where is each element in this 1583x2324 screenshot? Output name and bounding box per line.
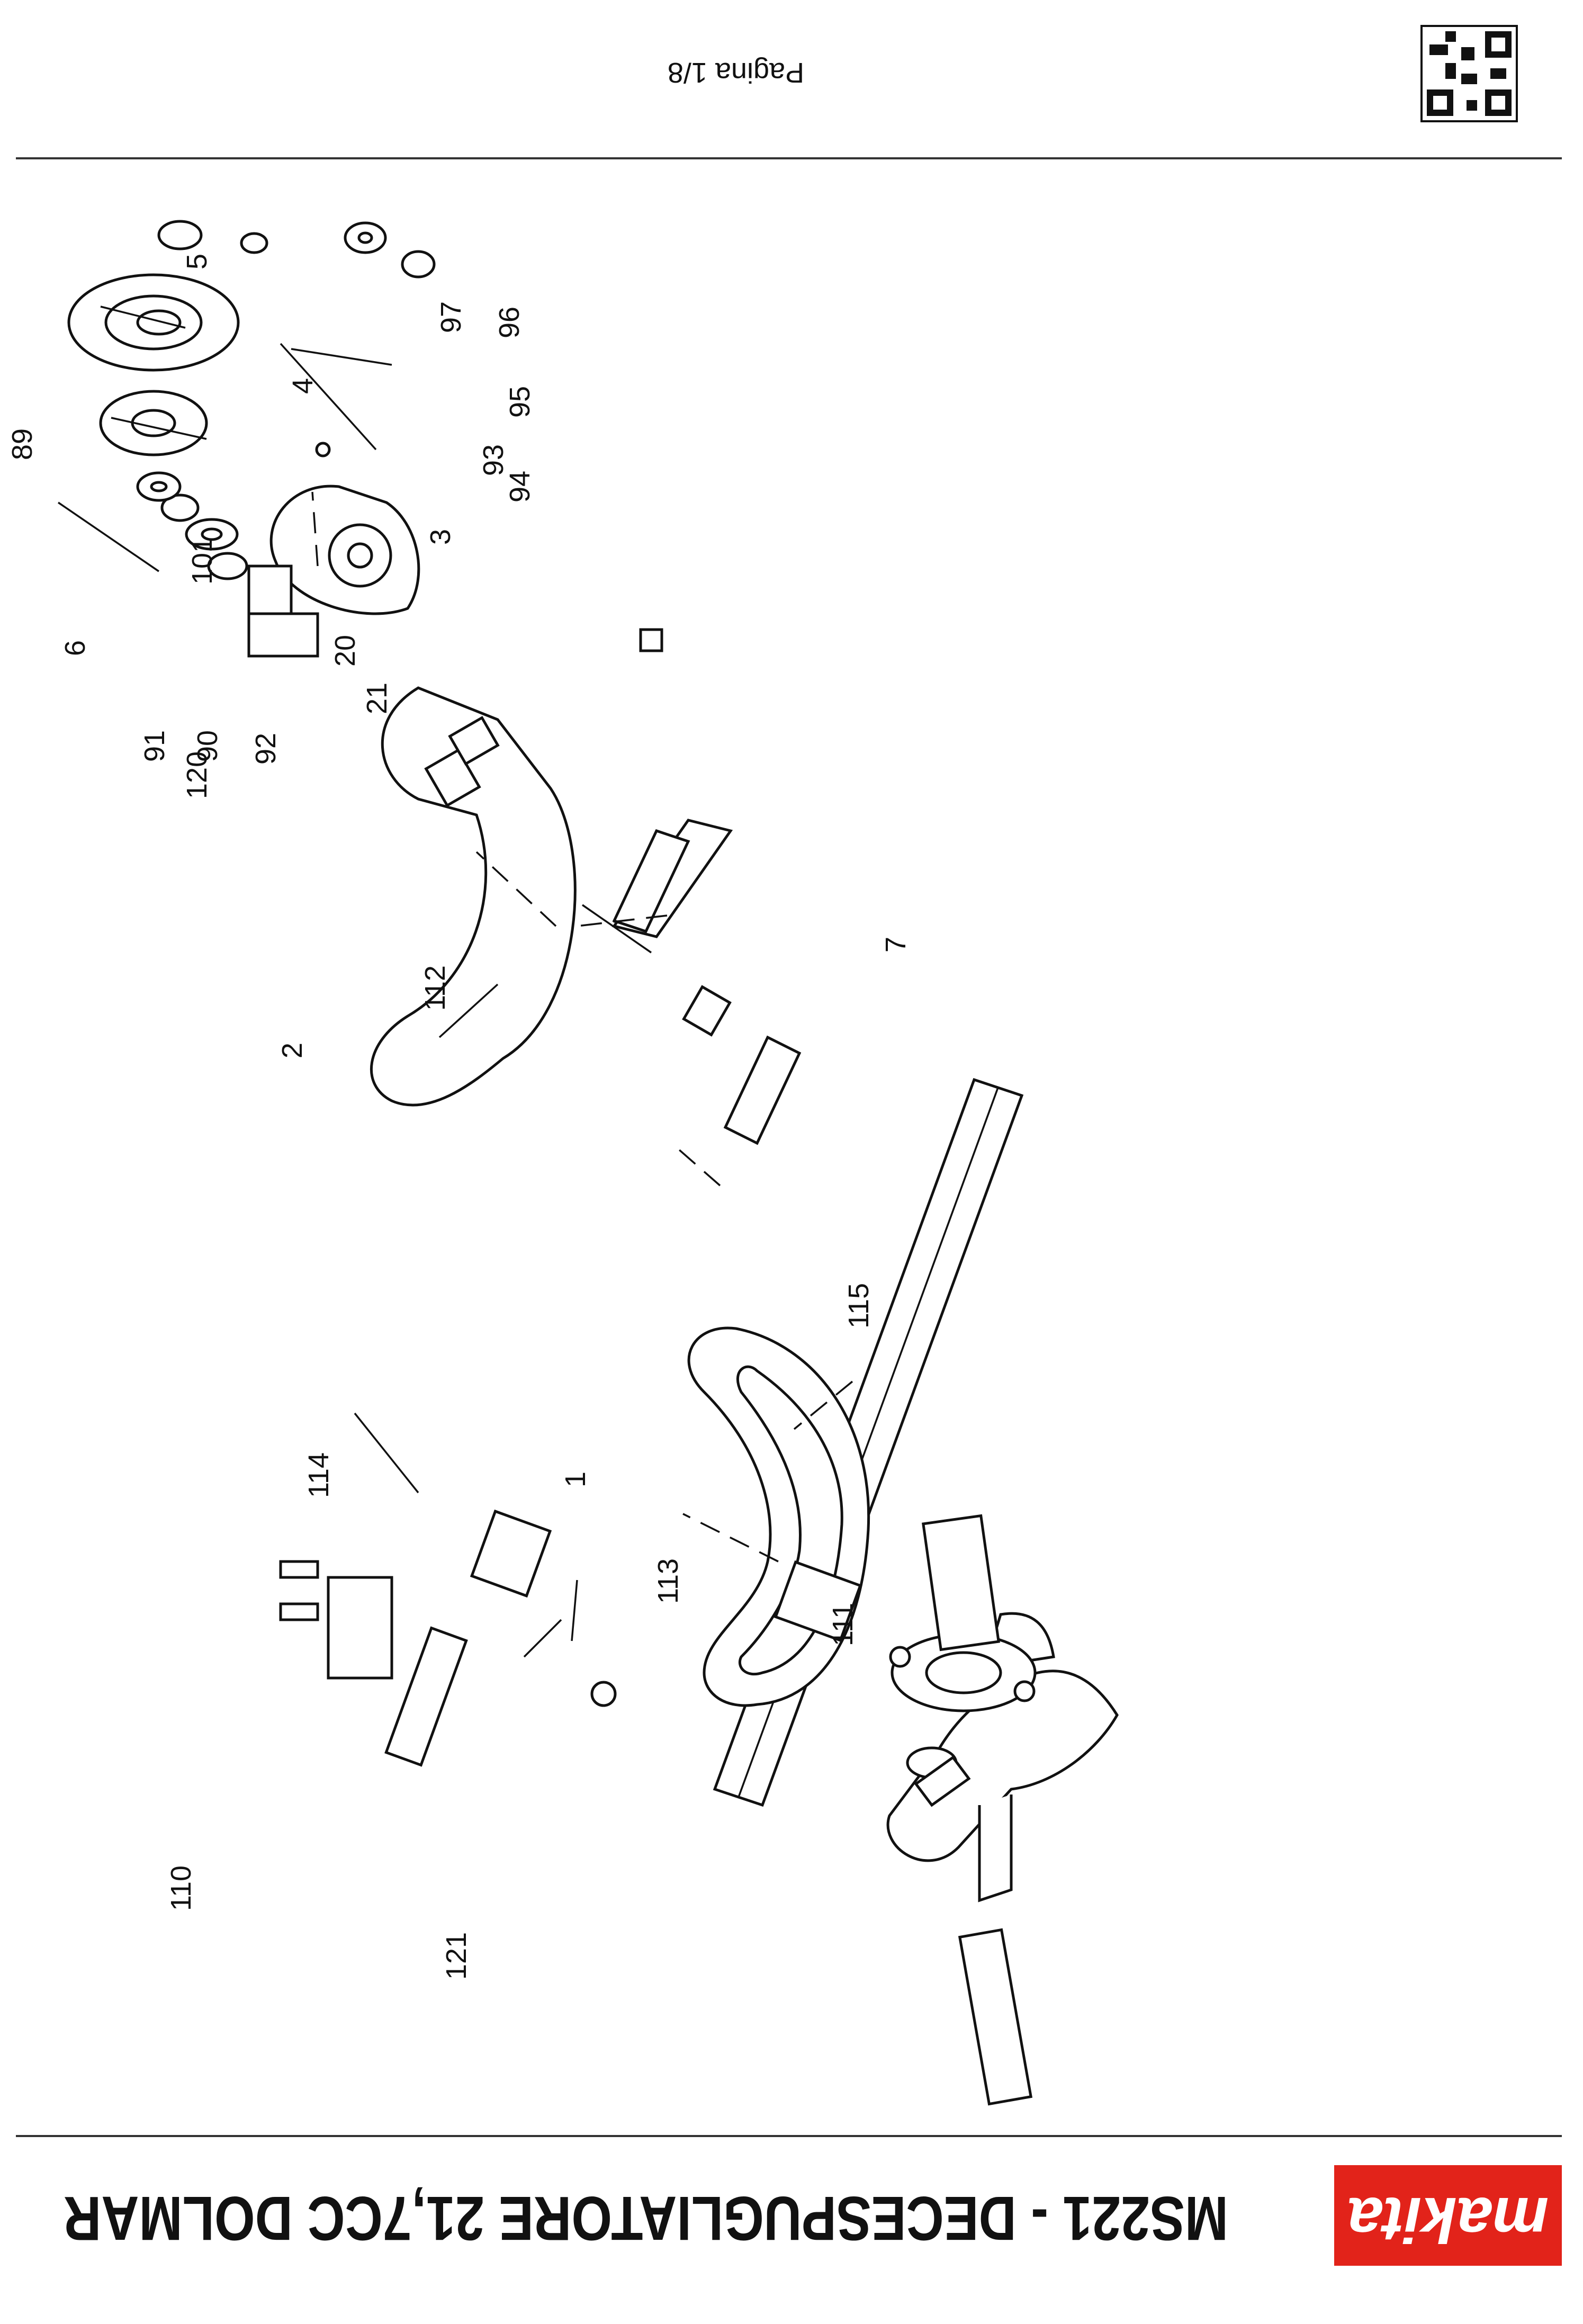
qr-code [1420, 25, 1518, 122]
handle-clamp-flange [889, 1514, 1037, 1712]
callout-89: 89 [6, 428, 38, 460]
cutting-blade-parts [67, 220, 240, 456]
callout-5: 5 [181, 254, 213, 270]
callout-7: 7 [880, 937, 912, 953]
page-number: Pagina 1/8 [668, 57, 804, 88]
callout-90: 90 [192, 730, 223, 762]
callout-113: 113 [652, 1558, 684, 1604]
safety-guard [370, 686, 577, 1107]
callout-112: 112 [419, 965, 451, 1011]
callout-92: 92 [250, 733, 282, 765]
gearbox-assembly [247, 484, 420, 658]
brand-logo-text: makita [1347, 2184, 1549, 2255]
callout-1: 1 [560, 1471, 591, 1487]
callout-115: 115 [843, 1283, 875, 1329]
callout-21: 21 [361, 683, 393, 714]
callout-leaders [58, 306, 652, 1658]
document-title: MS221 - DECESPUGLIATORE 21,7CC DOLMAR [64, 2183, 1228, 2253]
brand-logo [1334, 2165, 1562, 2266]
callout-4: 4 [287, 378, 319, 394]
callout-6: 6 [59, 640, 91, 656]
callout-121: 121 [440, 1932, 472, 1980]
callout-93: 93 [478, 444, 509, 476]
grip-bracket [327, 1509, 552, 1767]
callout-95: 95 [504, 386, 536, 418]
callout-114: 114 [303, 1452, 335, 1498]
tube-sleeve-parts [611, 819, 802, 1145]
callout-120: 120 [181, 751, 213, 799]
callout-94: 94 [504, 471, 536, 503]
washers-and-nuts [136, 221, 436, 580]
loop-handle [687, 1326, 870, 1707]
callout-91: 91 [139, 730, 170, 762]
callout-96: 96 [493, 307, 525, 338]
callout-2: 2 [276, 1043, 308, 1058]
header-band: makita MS221 - DECESPUGLIATORE 21,7CC DO… [16, 2135, 1562, 2266]
callout-labels: 1 2 3 4 5 6 7 20 21 89 90 91 92 93 94 95… [6, 254, 912, 1980]
callout-111: 111 [827, 1603, 859, 1646]
callout-20: 20 [329, 635, 361, 667]
footer-band: Pagina 1/8 [16, 25, 1562, 159]
dashed-assembly-lines [311, 491, 853, 1563]
callout-110: 110 [165, 1865, 197, 1911]
callout-101: 101 [186, 537, 218, 585]
callout-97: 97 [435, 301, 467, 333]
callout-3: 3 [425, 529, 456, 545]
